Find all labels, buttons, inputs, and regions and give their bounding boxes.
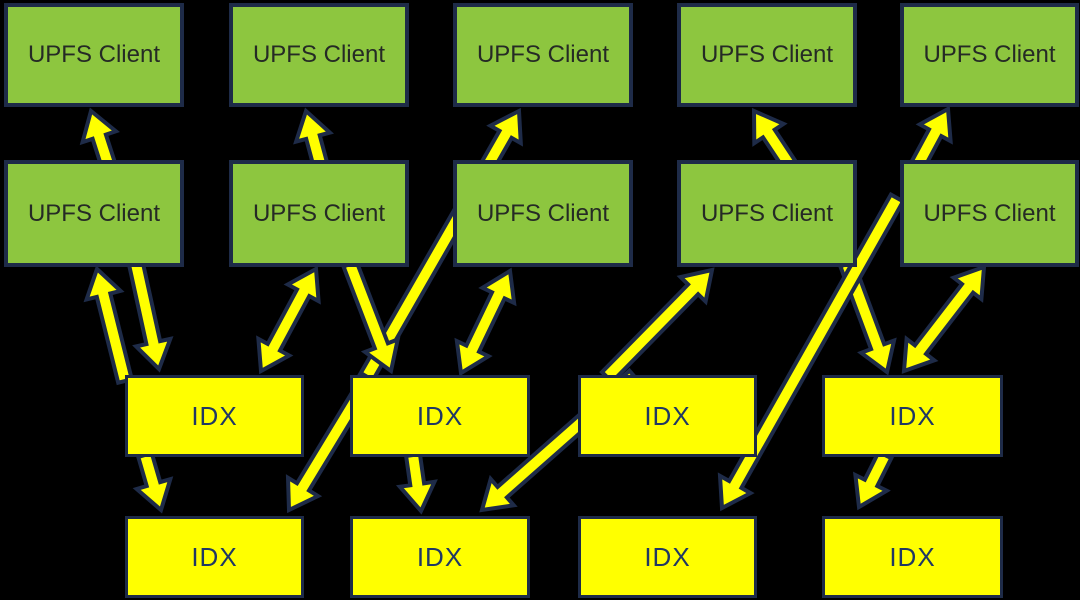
idx-node: IDX (350, 516, 530, 598)
idx-node: IDX (125, 516, 304, 598)
node-label: IDX (416, 400, 464, 431)
upfs-client-node: UPFS Client (229, 3, 409, 107)
node-label: UPFS Client (700, 199, 834, 227)
node-label: IDX (644, 400, 691, 431)
node-label: IDX (191, 541, 238, 572)
upfs-client-node: UPFS Client (900, 3, 1079, 107)
node-label: UPFS Client (27, 199, 161, 227)
upfs-client-node: UPFS Client (4, 3, 184, 107)
node-label: IDX (889, 541, 936, 572)
idx-node: IDX (822, 516, 1003, 598)
upfs-client-node: UPFS Client (453, 160, 633, 267)
node-label: UPFS Client (252, 41, 386, 68)
arrow (717, 191, 906, 512)
double-headed-arrow (256, 265, 321, 375)
arrow (395, 451, 438, 515)
idx-node: IDX (578, 516, 757, 598)
node-label: IDX (191, 400, 238, 431)
node-label: UPFS Client (476, 199, 610, 227)
idx-node: IDX (578, 375, 757, 457)
node-label: IDX (644, 541, 691, 572)
node-label: UPFS Client (923, 199, 1056, 227)
upfs-client-node: UPFS Client (4, 160, 184, 267)
node-label: UPFS Client (923, 41, 1056, 68)
node-label: IDX (416, 541, 464, 572)
node-label: UPFS Client (252, 199, 386, 227)
upfs-client-node: UPFS Client (453, 3, 633, 107)
arrow (132, 450, 174, 514)
idx-node: IDX (125, 375, 304, 457)
double-headed-arrow (901, 264, 987, 374)
node-label: UPFS Client (476, 41, 610, 68)
node-label: IDX (889, 400, 936, 431)
upfs-client-node: UPFS Client (900, 160, 1079, 267)
arrow (126, 260, 174, 373)
arrow (340, 258, 401, 375)
node-label: UPFS Client (700, 41, 834, 68)
idx-node: IDX (822, 375, 1003, 457)
arrow (599, 267, 715, 385)
upfs-client-node: UPFS Client (677, 3, 857, 107)
arrow (83, 265, 135, 386)
idx-node: IDX (350, 375, 530, 457)
upfs-client-node: UPFS Client (677, 160, 857, 267)
upfs-client-node: UPFS Client (229, 160, 409, 267)
double-headed-arrow (454, 267, 517, 377)
arrow (853, 449, 894, 511)
node-label: UPFS Client (27, 41, 161, 68)
